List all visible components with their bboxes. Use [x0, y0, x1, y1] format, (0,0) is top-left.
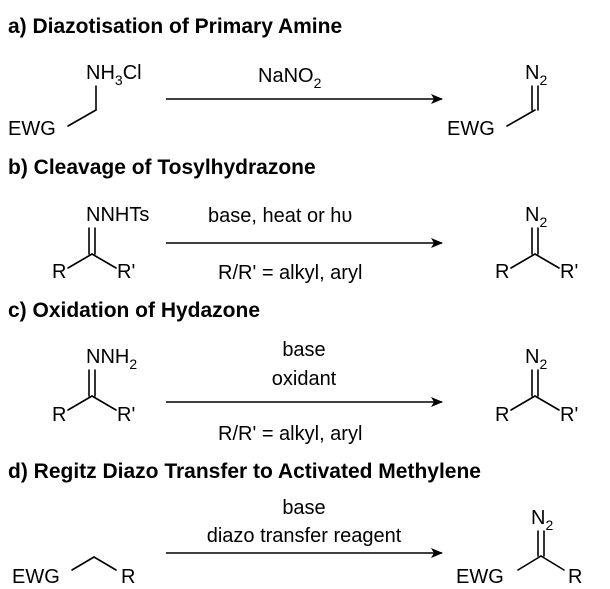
section-a: a) Diazotisation of Primary Amine NH3Cl …: [8, 15, 547, 140]
bond-c-r-prime: [91, 253, 117, 269]
reactant-ewg-label: EWG: [12, 566, 60, 588]
product-r-label: R: [495, 404, 509, 426]
section-c-substituents: R/R' = alkyl, aryl: [218, 423, 362, 445]
section-d-reactant: EWG R: [12, 556, 135, 588]
product-ewg-label: EWG: [456, 566, 504, 588]
bond-ch2-ewg: [67, 109, 97, 127]
product-n2-label: N2: [525, 204, 547, 230]
section-a-product: N2 EWG: [447, 62, 547, 140]
reactant-r-prime-label: R': [117, 261, 135, 283]
bond-ch2-r: [93, 556, 117, 571]
reactant-r-label: R: [52, 261, 66, 283]
bond-c-r-prime: [534, 395, 560, 411]
product-n2-label: N2: [525, 346, 547, 372]
bond-c-r: [510, 395, 536, 411]
reactant-ewg-label: EWG: [8, 118, 56, 140]
section-c: c) Oxidation of Hydazone NNH2 R R' base …: [8, 299, 578, 445]
product-r-label: R: [495, 261, 509, 283]
product-r-label: R: [568, 566, 582, 588]
section-b-conditions: base, heat or hυ: [208, 205, 352, 227]
reactant-hydrazone-label: NNH2: [86, 346, 137, 372]
section-d-reagent-transfer: diazo transfer reagent: [207, 525, 402, 547]
section-b-product: N2 R R': [495, 204, 578, 283]
section-a-reactant: NH3Cl EWG: [8, 62, 142, 140]
bond-c-r: [510, 253, 536, 269]
section-c-reagent-base: base: [282, 339, 325, 361]
section-a-reagent: NaNO2: [258, 65, 322, 91]
section-b-substituents: R/R' = alkyl, aryl: [218, 262, 362, 284]
reactant-r-prime-label: R': [117, 404, 135, 426]
section-a-title: a) Diazotisation of Primary Amine: [8, 15, 342, 38]
section-b: b) Cleavage of Tosylhydrazone NNHTs R R'…: [8, 156, 578, 284]
bond-c-ewg: [506, 109, 536, 127]
section-b-title: b) Cleavage of Tosylhydrazone: [8, 156, 316, 179]
section-d-title: d) Regitz Diazo Transfer to Activated Me…: [8, 460, 481, 483]
bond-c-r: [540, 555, 565, 571]
bond-c-r-prime: [534, 253, 560, 269]
bond-c-r-prime: [91, 395, 117, 411]
reactant-amine-label: NH3Cl: [86, 62, 142, 88]
reactant-tosylhydrazone-label: NNHTs: [86, 204, 149, 226]
section-d-reagent-base: base: [282, 497, 325, 519]
section-d-product: N2 EWG R: [456, 507, 582, 588]
reactant-r-label: R: [121, 566, 135, 588]
product-n2-label: N2: [531, 507, 553, 533]
section-c-title: c) Oxidation of Hydazone: [8, 299, 260, 322]
product-ewg-label: EWG: [447, 118, 495, 140]
bond-c-r: [67, 253, 93, 269]
bond-c-r: [67, 395, 93, 411]
section-c-product: N2 R R': [495, 346, 578, 426]
section-b-reactant: NNHTs R R': [52, 204, 149, 283]
product-n2-label: N2: [525, 62, 547, 88]
product-r-prime-label: R': [560, 404, 578, 426]
section-d: d) Regitz Diazo Transfer to Activated Me…: [8, 460, 582, 588]
bond-c-ewg: [517, 555, 542, 571]
bond-ewg-ch2: [71, 556, 95, 571]
reactant-r-label: R: [52, 404, 66, 426]
section-c-reagent-oxidant: oxidant: [272, 368, 337, 390]
section-c-reactant: NNH2 R R': [52, 346, 137, 426]
product-r-prime-label: R': [560, 261, 578, 283]
